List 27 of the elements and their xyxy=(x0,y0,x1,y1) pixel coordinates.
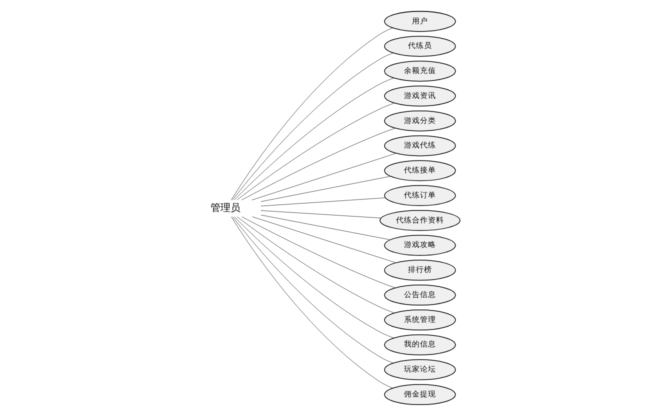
connector xyxy=(234,216,394,338)
node-ellipse: 余额充值 xyxy=(384,60,456,82)
node-ellipse: 代练订单 xyxy=(384,185,456,206)
node-ellipse: 排行榜 xyxy=(384,260,456,281)
node-ellipse: 游戏攻略 xyxy=(384,234,456,256)
node-ellipse: 公告信息 xyxy=(384,284,456,306)
node-ellipse: 系统管理 xyxy=(384,310,456,330)
connector xyxy=(230,28,392,200)
node-ellipse: 用户 xyxy=(384,10,456,32)
connector xyxy=(232,52,393,200)
node-ellipse: 佣金提现 xyxy=(384,384,456,406)
connector xyxy=(260,214,390,240)
node-ellipse: 我的信息 xyxy=(384,334,456,356)
node-ellipse: 代练接单 xyxy=(384,160,456,182)
connector xyxy=(232,216,393,364)
node-ellipse: 代练合作资料 xyxy=(379,210,460,231)
connector xyxy=(260,176,390,202)
connector xyxy=(230,216,392,388)
node-ellipse: 代练员 xyxy=(384,36,456,57)
node-ellipse: 游戏资讯 xyxy=(384,86,456,106)
connector xyxy=(260,210,381,218)
connector xyxy=(234,78,394,200)
node-ellipse: 玩家论坛 xyxy=(384,359,456,380)
connector xyxy=(260,198,386,206)
node-ellipse: 游戏代练 xyxy=(384,135,456,156)
node-text: 管理员 xyxy=(210,202,240,214)
node-ellipse: 游戏分类 xyxy=(384,110,456,132)
